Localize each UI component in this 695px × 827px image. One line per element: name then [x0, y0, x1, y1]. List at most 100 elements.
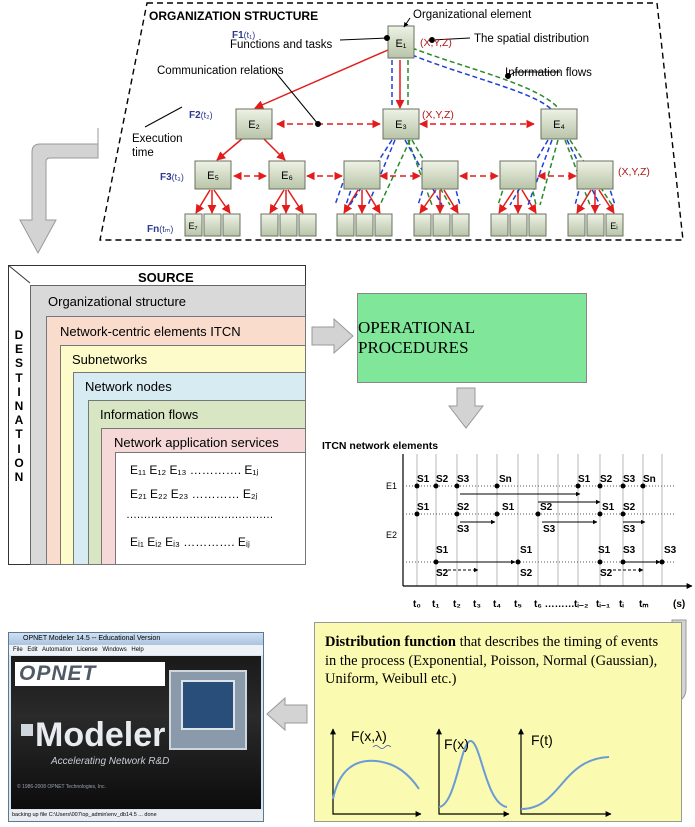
timeline-tick: t₀	[413, 599, 421, 610]
org-boundary	[99, 2, 684, 241]
source-title: SOURCE	[138, 270, 194, 285]
destination-letter: O	[14, 455, 24, 470]
opnet-copyright: © 1986-2008 OPNET Technologies, Inc.	[17, 784, 106, 790]
timeline-tick: t₆ ………	[534, 599, 575, 610]
destination-letter: S	[14, 356, 23, 371]
svg-text:E₅: E₅	[207, 170, 219, 182]
org-level3-nodes	[343, 160, 614, 190]
svg-text:S1: S1	[598, 545, 611, 556]
distribution-box: Distribution function that describes the…	[314, 622, 682, 822]
timeline-e1: E1	[386, 481, 397, 491]
opnet-menubar[interactable]: File Edit Automation License Windows Hel…	[9, 645, 263, 655]
annotation-functions: Functions and tasks	[230, 39, 333, 51]
svg-text:S1: S1	[436, 545, 449, 556]
f1-label: F1(t₁)	[232, 30, 255, 41]
f-x: F(x)	[444, 736, 469, 752]
timeline-tick: t₃	[473, 599, 481, 610]
svg-text:S2: S2	[540, 502, 553, 513]
svg-text:S3: S3	[623, 545, 636, 556]
annotation-info-flows: Information flows	[505, 67, 592, 79]
opnet-titlebar[interactable]: OPNET Modeler 14.5 -- Educational Versio…	[9, 633, 263, 645]
org-title: ORGANIZATION STRUCTURE	[149, 9, 318, 23]
opnet-product: Modeler	[35, 716, 166, 754]
opnet-product-icon	[21, 724, 33, 736]
distribution-rest: that describes the timing of events in t…	[325, 634, 659, 687]
annotation-spatial: The spatial distribution	[474, 33, 589, 45]
svg-text:S1: S1	[520, 545, 533, 556]
svg-text:Sn: Sn	[499, 474, 512, 485]
layer-label-network-nodes: Network nodes	[85, 379, 172, 394]
svg-text:S3: S3	[623, 524, 636, 535]
matrix-area	[115, 452, 306, 565]
svg-text:S3: S3	[543, 524, 556, 535]
timeline-tick: tᵢ₋₁	[596, 599, 610, 610]
opnet-window[interactable]: OPNET Modeler 14.5 -- Educational Versio…	[8, 632, 264, 822]
svg-text:S2: S2	[600, 474, 613, 485]
timeline-tick: t₄	[493, 599, 501, 610]
curve-exponential	[332, 759, 420, 800]
timeline-tick: tₘ	[639, 599, 649, 610]
timeline-tick: tᵢ₋₂	[574, 599, 588, 610]
flow-arrow-down-2	[448, 387, 484, 429]
org-node-ei: Eᵢ	[610, 221, 617, 231]
f-t: F(t)	[531, 732, 553, 748]
svg-text:S3: S3	[623, 474, 636, 485]
operational-procedures-box: OPERATIONAL PROCEDURES	[357, 293, 587, 383]
org-node-e4: E₄	[540, 108, 578, 140]
xyz-e1: (X,Y,Z)	[420, 37, 452, 49]
opnet-statusbar: backing up file C:\Users\007\op_admin\en…	[9, 810, 263, 821]
timeline-tick: tᵢ	[619, 599, 624, 610]
timeline-e2: E2	[386, 530, 397, 540]
svg-text:S1: S1	[602, 502, 615, 513]
timeline-tick: t₁	[432, 599, 439, 610]
destination-letter: N	[14, 398, 24, 413]
svg-text:S2: S2	[457, 502, 470, 513]
svg-text:E₆: E₆	[281, 170, 293, 182]
source-destination-diagram: SOURCE Organizational structure Network-…	[8, 265, 306, 565]
xyz-e3: (X,Y,Z)	[422, 109, 454, 121]
distribution-text: Distribution function that describes the…	[325, 633, 665, 689]
svg-text:S2: S2	[520, 568, 533, 579]
svg-text:S2: S2	[436, 474, 449, 485]
svg-text:S1: S1	[578, 474, 591, 485]
annotation-exec-time: Execution	[132, 133, 183, 145]
org-node-e7: E₇	[188, 221, 197, 231]
timeline-tick: t₂	[453, 599, 461, 610]
destination-letter: N	[14, 469, 24, 484]
org-leaf-nodes	[184, 213, 624, 237]
svg-text:E₂: E₂	[248, 119, 260, 131]
svg-text:S2: S2	[623, 502, 636, 513]
layer-label-org-structure: Organizational structure	[48, 294, 187, 309]
f3-label: F3(t₃)	[160, 172, 184, 183]
opnet-device-image	[169, 670, 247, 750]
matrix-row-1: E₁₁ E₁₂ E₁₃ …………. E₁ⱼ	[130, 463, 259, 477]
svg-text:S1: S1	[502, 502, 515, 513]
opnet-logo-bg	[15, 662, 165, 686]
ev-s1: S1	[417, 474, 430, 485]
destination-letter: T	[15, 427, 23, 442]
annotation-exec-time-2: time	[132, 147, 154, 159]
org-node-e3: E₃	[382, 108, 420, 140]
destination-letter: D	[14, 328, 24, 342]
curve-cdf	[520, 756, 610, 810]
svg-text:S3: S3	[457, 524, 470, 535]
fn-label: Fn(tₘ)	[147, 224, 173, 235]
svg-text:E₁: E₁	[395, 38, 406, 50]
svg-text:Sn: Sn	[643, 474, 656, 485]
svg-text:S2: S2	[436, 568, 449, 579]
timeline-title: ITCN network elements	[322, 440, 438, 452]
org-node-e5: E₅	[194, 160, 232, 190]
destination-letter: E	[14, 342, 23, 357]
svg-text:S3: S3	[457, 474, 470, 485]
timeline-unit: (s)	[673, 599, 685, 610]
destination-letter: I	[17, 441, 21, 456]
opnet-splash: OPNET Modeler Accelerating Network R&D ©…	[11, 656, 261, 809]
svg-text:E₄: E₄	[553, 119, 565, 131]
flow-arrow-right	[311, 318, 354, 354]
svg-text:S1: S1	[417, 502, 430, 513]
annotation-comm: Communication relations	[157, 65, 284, 77]
layer-label-network-centric: Network-centric elements ITCN	[60, 324, 241, 339]
org-node-e6: E₆	[268, 160, 306, 190]
layer-label-network-app-services: Network application services	[114, 435, 279, 450]
timeline-tick: t₅	[514, 599, 522, 610]
